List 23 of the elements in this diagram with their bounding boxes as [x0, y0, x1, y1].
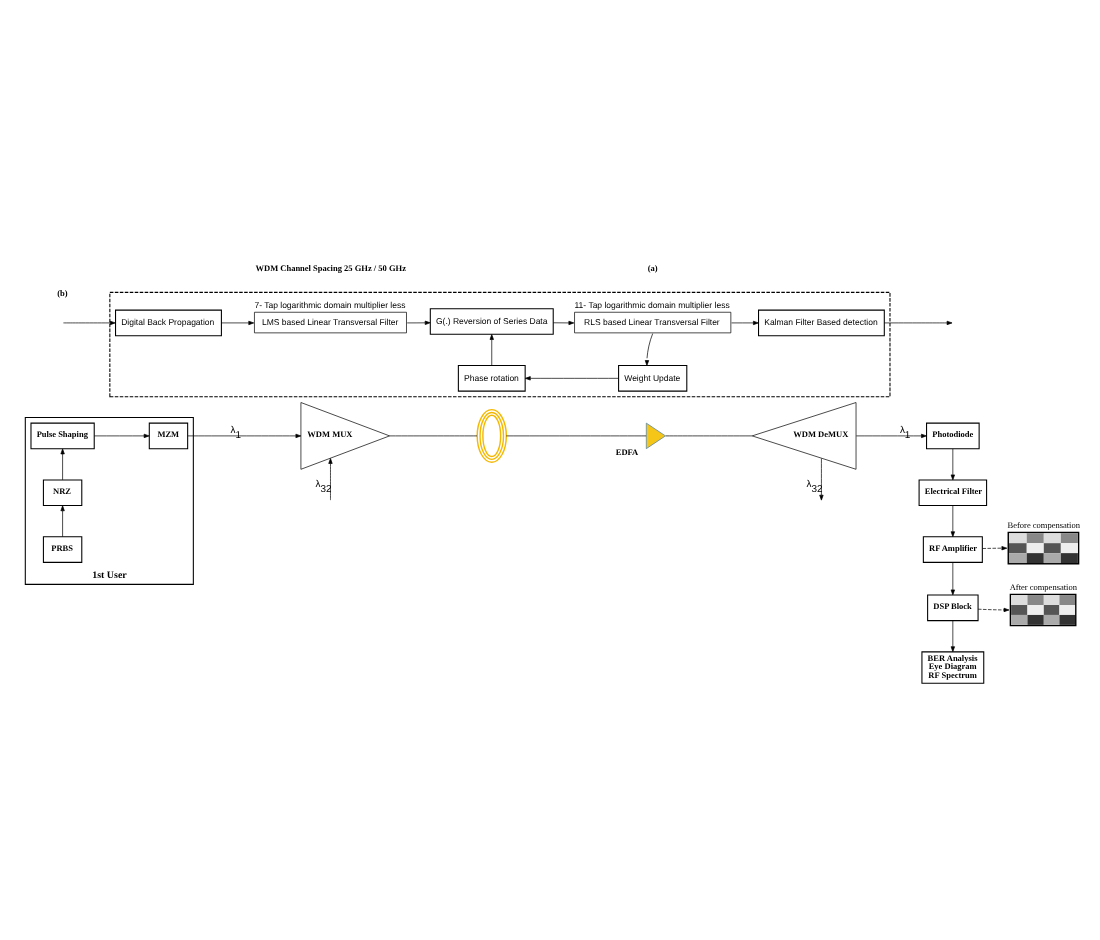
arrow — [552, 320, 575, 325]
connector — [665, 435, 753, 437]
arrow — [950, 448, 955, 481]
arrow — [60, 448, 65, 481]
arrow — [489, 334, 494, 366]
arrow — [977, 607, 1010, 613]
arrow — [60, 505, 65, 538]
arrow — [982, 546, 1008, 551]
arrow — [950, 620, 955, 653]
arrow — [950, 505, 955, 538]
arrow — [731, 320, 759, 325]
arrow — [950, 562, 955, 596]
arrow — [187, 433, 302, 438]
arrow — [819, 458, 824, 501]
arrow — [644, 333, 654, 366]
arrow — [94, 433, 150, 438]
arrow — [855, 433, 927, 438]
arrow — [328, 458, 333, 501]
arrow — [63, 320, 116, 325]
arrow — [406, 320, 431, 325]
arrow — [221, 320, 255, 325]
arrow — [884, 320, 953, 325]
arrow — [524, 376, 619, 381]
